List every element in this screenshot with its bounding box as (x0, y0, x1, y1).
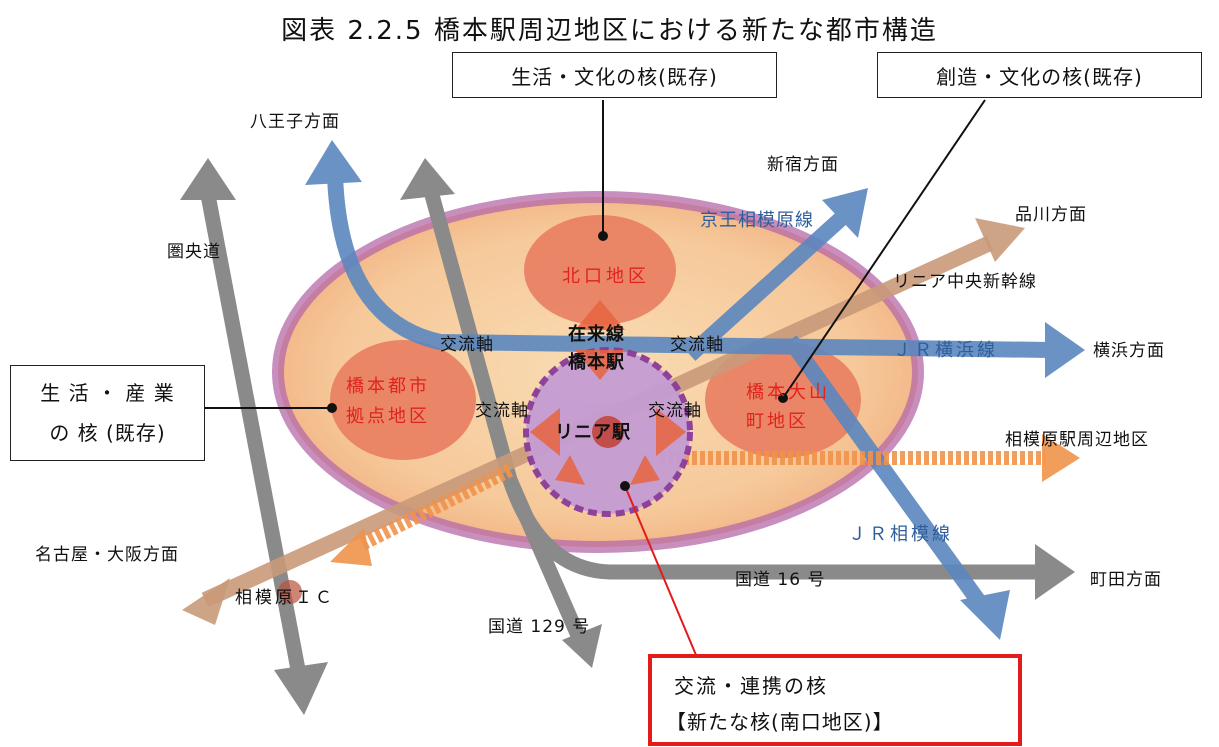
sagamihara-ic-dot (278, 580, 302, 604)
yokohama-line-head (1045, 322, 1085, 378)
leader-lines (205, 99, 986, 409)
machida-label: 町田方面 (1090, 570, 1162, 590)
route129-label: 国道 129 号 (488, 617, 591, 637)
new-core-callout-line2: 【新たな核(南口地区)】 (666, 710, 894, 734)
shinjuku-head (822, 188, 868, 238)
west-core-dot (327, 403, 337, 413)
west-district-circle (330, 340, 476, 460)
axis-label-ne: 交流軸 (670, 335, 724, 355)
sagamihara-ic-label: 相模原ＩＣ (235, 588, 335, 608)
axis-label-se: 交流軸 (648, 401, 702, 421)
kenodo-north-head (180, 158, 236, 200)
jr-yokohama-label: ＪＲ横浜線 (893, 340, 998, 361)
axis-label-sw: 交流軸 (475, 401, 529, 421)
hachioji-label: 八王子方面 (250, 112, 340, 132)
east-core-callout: 創造・文化の核(既存) (877, 52, 1202, 98)
yokohama-label: 横浜方面 (1093, 341, 1165, 361)
new-core-dot (620, 481, 630, 491)
kenodo-south-head (274, 662, 328, 715)
new-core-callout: 交流・連携の核 【新たな核(南口地区)】 (648, 654, 1022, 746)
east-district-label-2: 町地区 (746, 411, 809, 432)
east-district-label-1: 橋本大山 (746, 382, 830, 403)
rail-arrows (305, 140, 1085, 640)
route129-north-head (400, 158, 455, 200)
station-label-1: 在来線 (568, 324, 625, 345)
kenodo-label: 圏央道 (167, 242, 221, 262)
linear-line-label: リニア中央新幹線 (893, 272, 1037, 292)
sagamihara-station-label: 相模原駅周辺地区 (1005, 430, 1149, 450)
linear-station-label: リニア駅 (555, 422, 631, 443)
north-district-label: 北口地区 (562, 266, 650, 287)
diagram-title: 図表 2.2.5 橋本駅周辺地区における新たな都市構造 (281, 16, 938, 46)
route129-south-head (562, 624, 602, 668)
hachioji-head (305, 140, 362, 185)
axis-label-nw: 交流軸 (440, 335, 494, 355)
north-core-dot (598, 231, 608, 241)
station-label-2: 橋本駅 (568, 352, 625, 373)
west-core-callout-line2: の 核 (既存) (49, 421, 166, 445)
jr-sagami-label: ＪＲ相模線 (848, 524, 953, 545)
new-core-callout-line1: 交流・連携の核 (674, 674, 828, 698)
sagamihara-station-head (1042, 434, 1080, 482)
east-core-dot (778, 393, 788, 403)
west-district-label-2: 拠点地区 (346, 406, 430, 427)
west-district-label-1: 橋本都市 (346, 376, 430, 397)
nagoya-label: 名古屋・大阪方面 (35, 545, 179, 565)
north-core-callout: 生活・文化の核(既存) (452, 52, 777, 98)
west-core-callout: 生 活 ・ 産 業 の 核 (既存) (10, 365, 205, 461)
keio-line-label: 京王相模原線 (700, 210, 814, 231)
shinagawa-label: 品川方面 (1015, 205, 1087, 225)
linear-station-dot (592, 416, 624, 448)
new-core-leader-line (624, 485, 697, 656)
north-district-circle (524, 215, 676, 325)
shinjuku-label: 新宿方面 (767, 155, 839, 175)
route16-east-head (1035, 544, 1075, 600)
orange-dashed-arrows (356, 451, 1045, 552)
sagami-line-head (960, 590, 1010, 640)
nagoya-orange-head (330, 528, 372, 566)
core-arrows (530, 300, 686, 485)
route16-label: 国道 16 号 (735, 570, 826, 590)
west-core-callout-line1: 生 活 ・ 産 業 (40, 381, 175, 405)
